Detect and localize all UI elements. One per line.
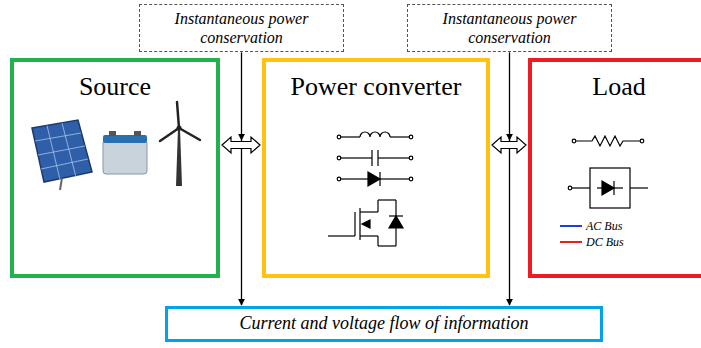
box-label: Load: [538, 72, 700, 102]
mosfet-symbol: [328, 200, 403, 246]
legend-line: [560, 238, 582, 246]
converter-box: Power converter: [262, 58, 490, 278]
info-box: Current and voltage flow of information: [165, 306, 603, 342]
box-label: Power converter: [272, 72, 480, 102]
legend: AC BusDC Bus: [560, 218, 624, 250]
flow-arrow: [509, 52, 510, 305]
box-label: Instantaneous power conservation: [428, 9, 591, 47]
battery-icon: [103, 131, 147, 174]
note-box: Instantaneous power conservation: [407, 4, 612, 52]
box-label: Instantaneous power conservation: [160, 9, 323, 47]
note-box: Instantaneous power conservation: [139, 4, 344, 52]
inductor-symbol: [337, 132, 413, 139]
flow-arrow: [241, 52, 242, 305]
resistor-symbol: [572, 136, 644, 146]
wind-turbine-icon: [160, 102, 200, 186]
rectifier-symbol: [568, 168, 648, 208]
double-arrow: [222, 137, 260, 153]
diode-symbol: [337, 172, 413, 186]
box-label: Source: [20, 72, 210, 102]
legend-label: AC Bus: [586, 219, 622, 234]
double-arrow: [492, 137, 526, 153]
box-label: Current and voltage flow of information: [176, 313, 592, 335]
legend-line: [560, 222, 582, 230]
legend-label: DC Bus: [586, 235, 624, 250]
capacitor-symbol: [337, 150, 413, 166]
legend-row: AC Bus: [560, 218, 624, 234]
legend-row: DC Bus: [560, 234, 624, 250]
source-box: Source: [10, 58, 220, 278]
solar-panel-icon: [32, 120, 92, 190]
